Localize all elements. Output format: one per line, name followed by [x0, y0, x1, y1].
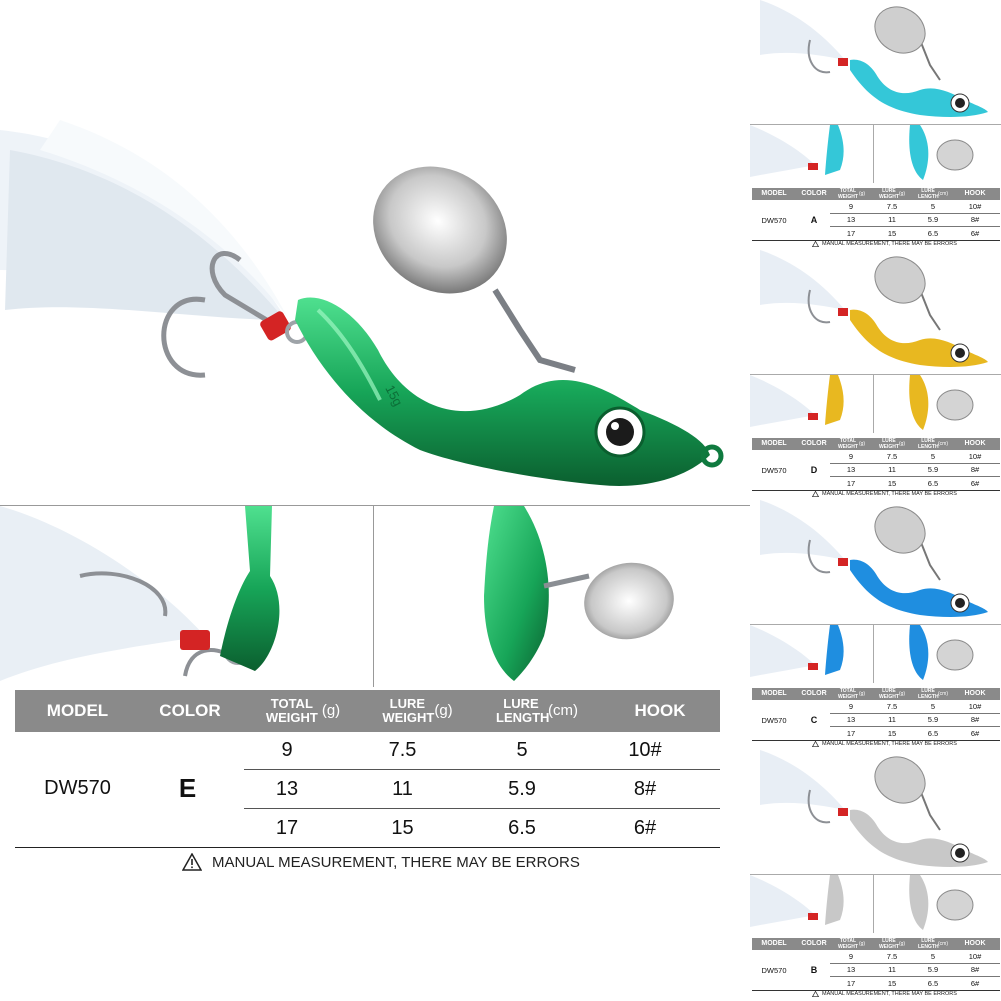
variant-lure-image — [750, 750, 1001, 872]
total-weight-header: TOTAL WEIGHT(g) — [265, 696, 341, 725]
variant-divider — [873, 375, 874, 433]
warning-icon — [812, 241, 819, 247]
model-header: MODEL — [46, 701, 109, 720]
row-divider — [244, 808, 720, 809]
variant-divider — [750, 374, 1001, 375]
variant-detail-image — [750, 875, 872, 933]
table-bottom-line — [15, 847, 720, 848]
variant-detail-image — [750, 625, 872, 683]
variant-note: MANUAL MEASUREMENT, THERE MAY BE ERRORS — [812, 241, 957, 247]
variant-lure-image — [750, 250, 1001, 372]
spinner-detail-image — [374, 506, 760, 688]
variant-lure-image — [750, 500, 1001, 622]
color-value: E — [178, 772, 197, 803]
spec-table-header: MODEL COLOR TOTAL WEIGHT(g) LURE WEIGHT(… — [15, 690, 720, 732]
warning-icon — [812, 991, 819, 997]
red-thread — [260, 311, 291, 341]
warning-icon — [812, 491, 819, 497]
model-value: DW570 — [44, 776, 111, 799]
variant-model-value: DW570 — [761, 465, 787, 475]
variant-table-header: MODEL COLOR TOTAL WEIGHT(g) LURE WEIGHT(… — [752, 688, 1000, 700]
spinner-blade — [373, 166, 507, 294]
variant-model-value: DW570 — [761, 715, 787, 725]
variant-model-value: DW570 — [761, 965, 787, 975]
variant-model-value: DW570 — [761, 215, 787, 225]
variant-detail-image — [750, 375, 872, 433]
lure-weight-header: LURE WEIGHT(g) — [382, 696, 453, 725]
warning-icon — [182, 853, 202, 871]
variant-divider — [873, 125, 874, 183]
lure-length-header: LURE LENGTH(cm) — [496, 696, 578, 725]
variant-lure-image — [750, 0, 1001, 122]
warning-icon — [812, 741, 819, 747]
variant-note: MANUAL MEASUREMENT, THERE MAY BE ERRORS — [812, 991, 957, 997]
variant-note: MANUAL MEASUREMENT, THERE MAY BE ERRORS — [812, 491, 957, 497]
variant-color-value: A — [810, 215, 818, 225]
hook-header: HOOK — [634, 701, 686, 720]
variant-detail-image — [875, 375, 1001, 433]
variant-note: MANUAL MEASUREMENT, THERE MAY BE ERRORS — [812, 741, 957, 747]
variant-table-header: MODEL COLOR TOTAL WEIGHT(g) LURE WEIGHT(… — [752, 438, 1000, 450]
detail-divider-mid — [373, 505, 374, 687]
main-lure-image: 15g — [0, 120, 760, 500]
variant-color-value: B — [810, 965, 818, 975]
variant-divider — [873, 875, 874, 933]
variant-divider — [873, 625, 874, 683]
variant-table-header: MODEL COLOR TOTAL WEIGHT(g) LURE WEIGHT(… — [752, 188, 1000, 200]
hook-detail-image — [0, 506, 372, 688]
color-header: COLOR — [159, 701, 221, 720]
variant-color-value: C — [810, 715, 818, 725]
variant-detail-image — [875, 125, 1001, 183]
variant-divider — [750, 624, 1001, 625]
feather-tail — [0, 120, 290, 325]
variant-detail-image — [875, 875, 1001, 933]
treble-hook — [161, 251, 277, 378]
lure-body — [295, 297, 710, 486]
variant-divider — [750, 874, 1001, 875]
measurement-note: MANUAL MEASUREMENT, THERE MAY BE ERRORS — [182, 853, 580, 871]
variant-divider — [750, 124, 1001, 125]
variant-table-header: MODEL COLOR TOTAL WEIGHT(g) LURE WEIGHT(… — [752, 938, 1000, 950]
detail-divider-top — [0, 505, 760, 506]
row-divider — [244, 769, 720, 770]
variant-detail-image — [750, 125, 872, 183]
variant-detail-image — [875, 625, 1001, 683]
variant-color-value: D — [810, 465, 818, 475]
